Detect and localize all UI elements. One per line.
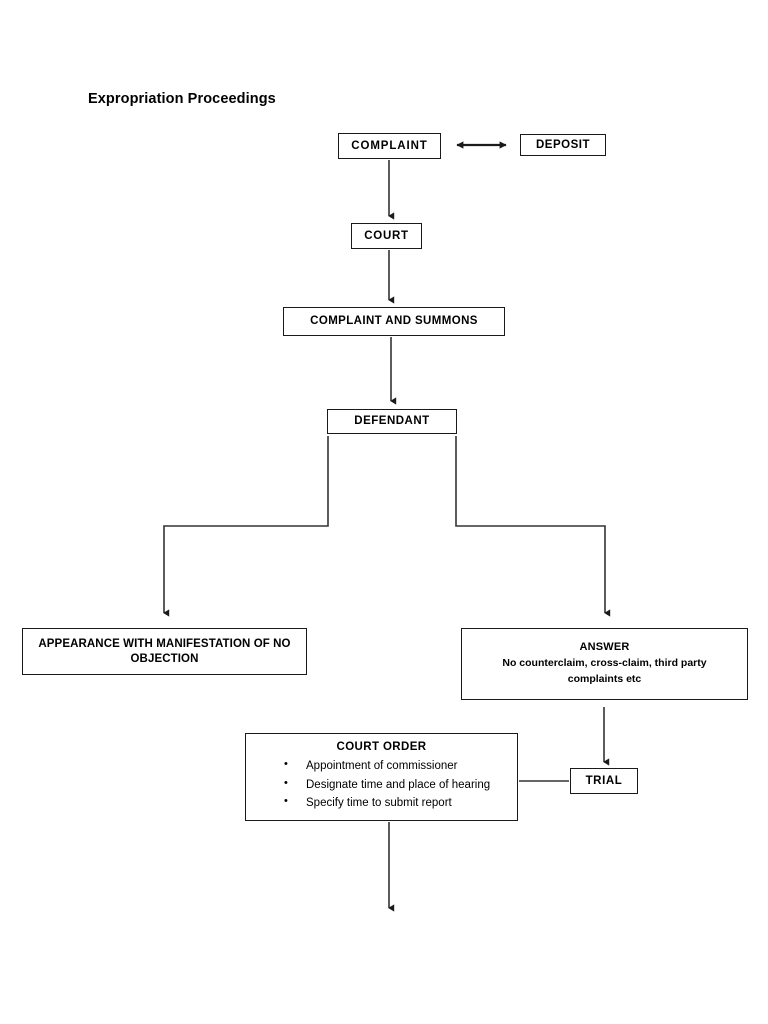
node-complaint[interactable]: COMPLAINT: [338, 133, 441, 159]
node-appearance-label: APPEARANCE WITH MANIFESTATION OF NO OBJE…: [38, 638, 291, 665]
court-order-bullet: Specify time to submit report: [284, 793, 517, 813]
court-order-bullet: Appointment of commissioner: [284, 756, 517, 776]
node-court-order-title: COURT ORDER: [336, 741, 427, 753]
node-deposit-label: DEPOSIT: [536, 138, 590, 151]
court-order-bullet-list: Appointment of commissioner Designate ti…: [246, 756, 517, 813]
node-trial-label: TRIAL: [585, 774, 623, 787]
node-appearance-with-manifestation-of-no-objection[interactable]: APPEARANCE WITH MANIFESTATION OF NO OBJE…: [22, 628, 307, 675]
connector-defendant-answer: [455, 436, 611, 617]
node-defendant[interactable]: DEFENDANT: [327, 409, 457, 434]
node-defendant-label: DEFENDANT: [354, 415, 430, 428]
node-complaint-and-summons[interactable]: COMPLAINT AND SUMMONS: [283, 307, 505, 336]
node-answer[interactable]: ANSWER No counterclaim, cross-claim, thi…: [461, 628, 748, 700]
node-court-order[interactable]: COURT ORDER Appointment of commissioner …: [245, 733, 518, 821]
page-title: Expropriation Proceedings: [88, 91, 276, 107]
court-order-bullet: Designate time and place of hearing: [284, 775, 517, 795]
connector-defendant-appearance: [163, 436, 329, 617]
node-trial[interactable]: TRIAL: [570, 768, 638, 794]
node-court[interactable]: COURT: [351, 223, 422, 249]
node-court-label: COURT: [364, 229, 409, 242]
node-answer-title: ANSWER: [579, 640, 630, 653]
node-deposit[interactable]: DEPOSIT: [520, 134, 606, 156]
node-complaint-label: COMPLAINT: [351, 139, 428, 152]
node-answer-subtitle: No counterclaim, cross-claim, third part…: [502, 656, 707, 685]
node-complaint-and-summons-label: COMPLAINT AND SUMMONS: [310, 315, 478, 328]
